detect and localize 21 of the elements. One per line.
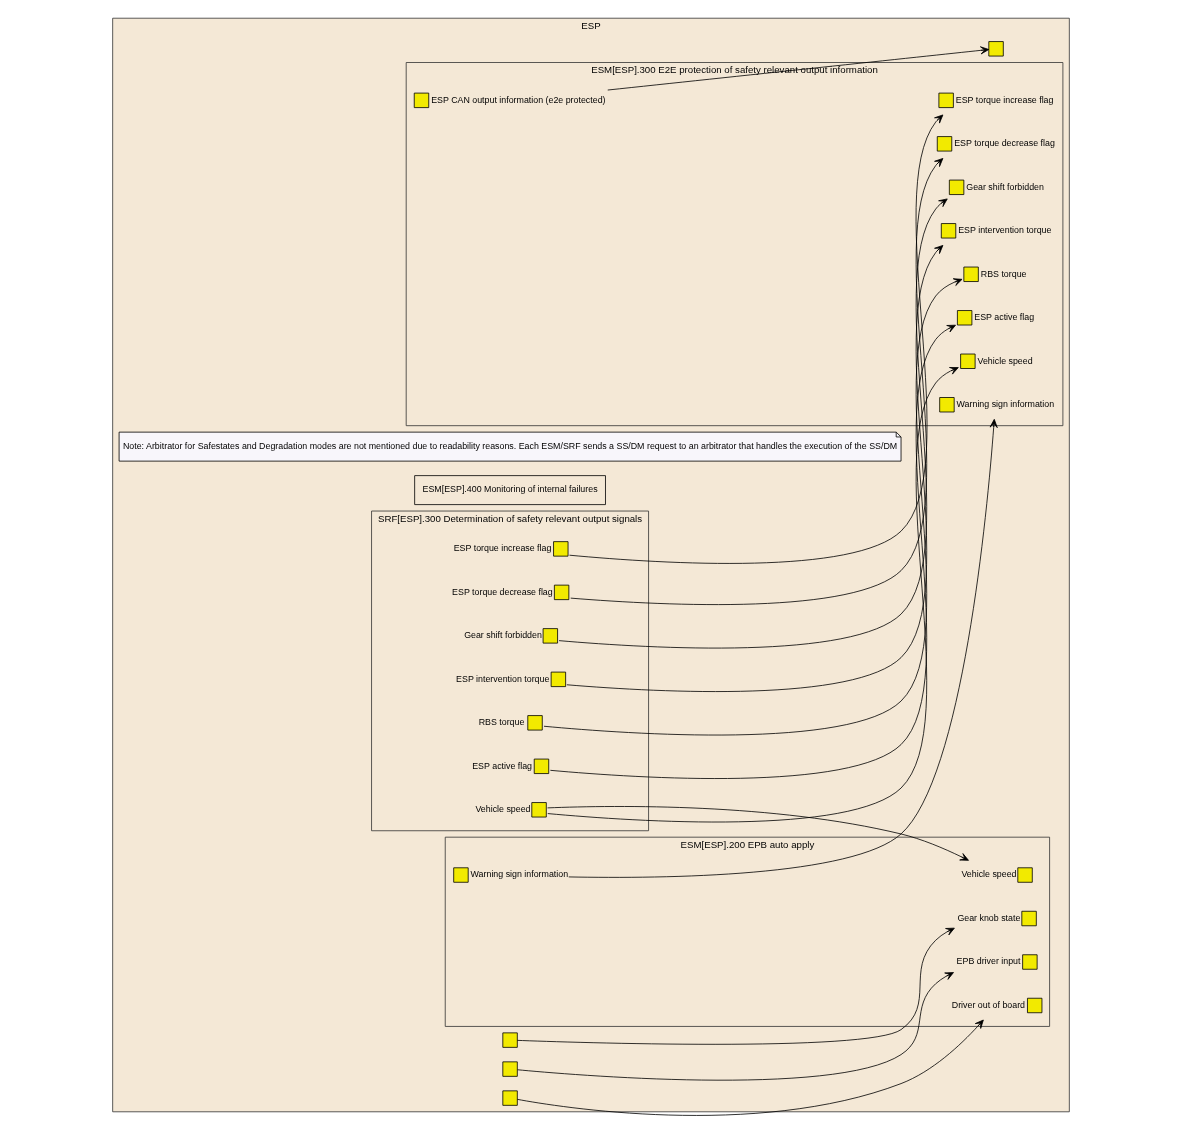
node-label: Warning sign information — [956, 399, 1055, 409]
node-label: Vehicle speed — [961, 869, 1017, 880]
node-label: Gear shift forbidden — [464, 630, 542, 641]
node-label: ESP active flag — [974, 312, 1035, 323]
node-label: ESP torque decrease flag — [954, 138, 1055, 149]
node-label: Gear shift forbidden — [966, 181, 1044, 192]
node-label: EPB driver input — [956, 956, 1021, 967]
node-label: ESP torque decrease flag — [452, 586, 553, 597]
node-label: Driver out of board — [951, 999, 1026, 1010]
node-label: Vehicle speed — [475, 804, 531, 815]
node-label: Gear knob state — [957, 912, 1021, 923]
node-label: ESP CAN output information (e2e protected) — [431, 94, 606, 105]
node-label: ESP torque increase flag — [453, 543, 552, 554]
node-label: Warning sign information — [470, 869, 569, 880]
node-label: Vehicle speed — [977, 355, 1033, 366]
node-label: RBS torque — [478, 717, 525, 728]
node-label: RBS torque — [980, 268, 1027, 279]
node-label: ESP intervention torque — [958, 225, 1052, 236]
node-label: ESP active flag — [472, 760, 533, 771]
node-label: ESP intervention torque — [456, 673, 550, 684]
node-label: ESP torque increase flag — [955, 94, 1054, 105]
